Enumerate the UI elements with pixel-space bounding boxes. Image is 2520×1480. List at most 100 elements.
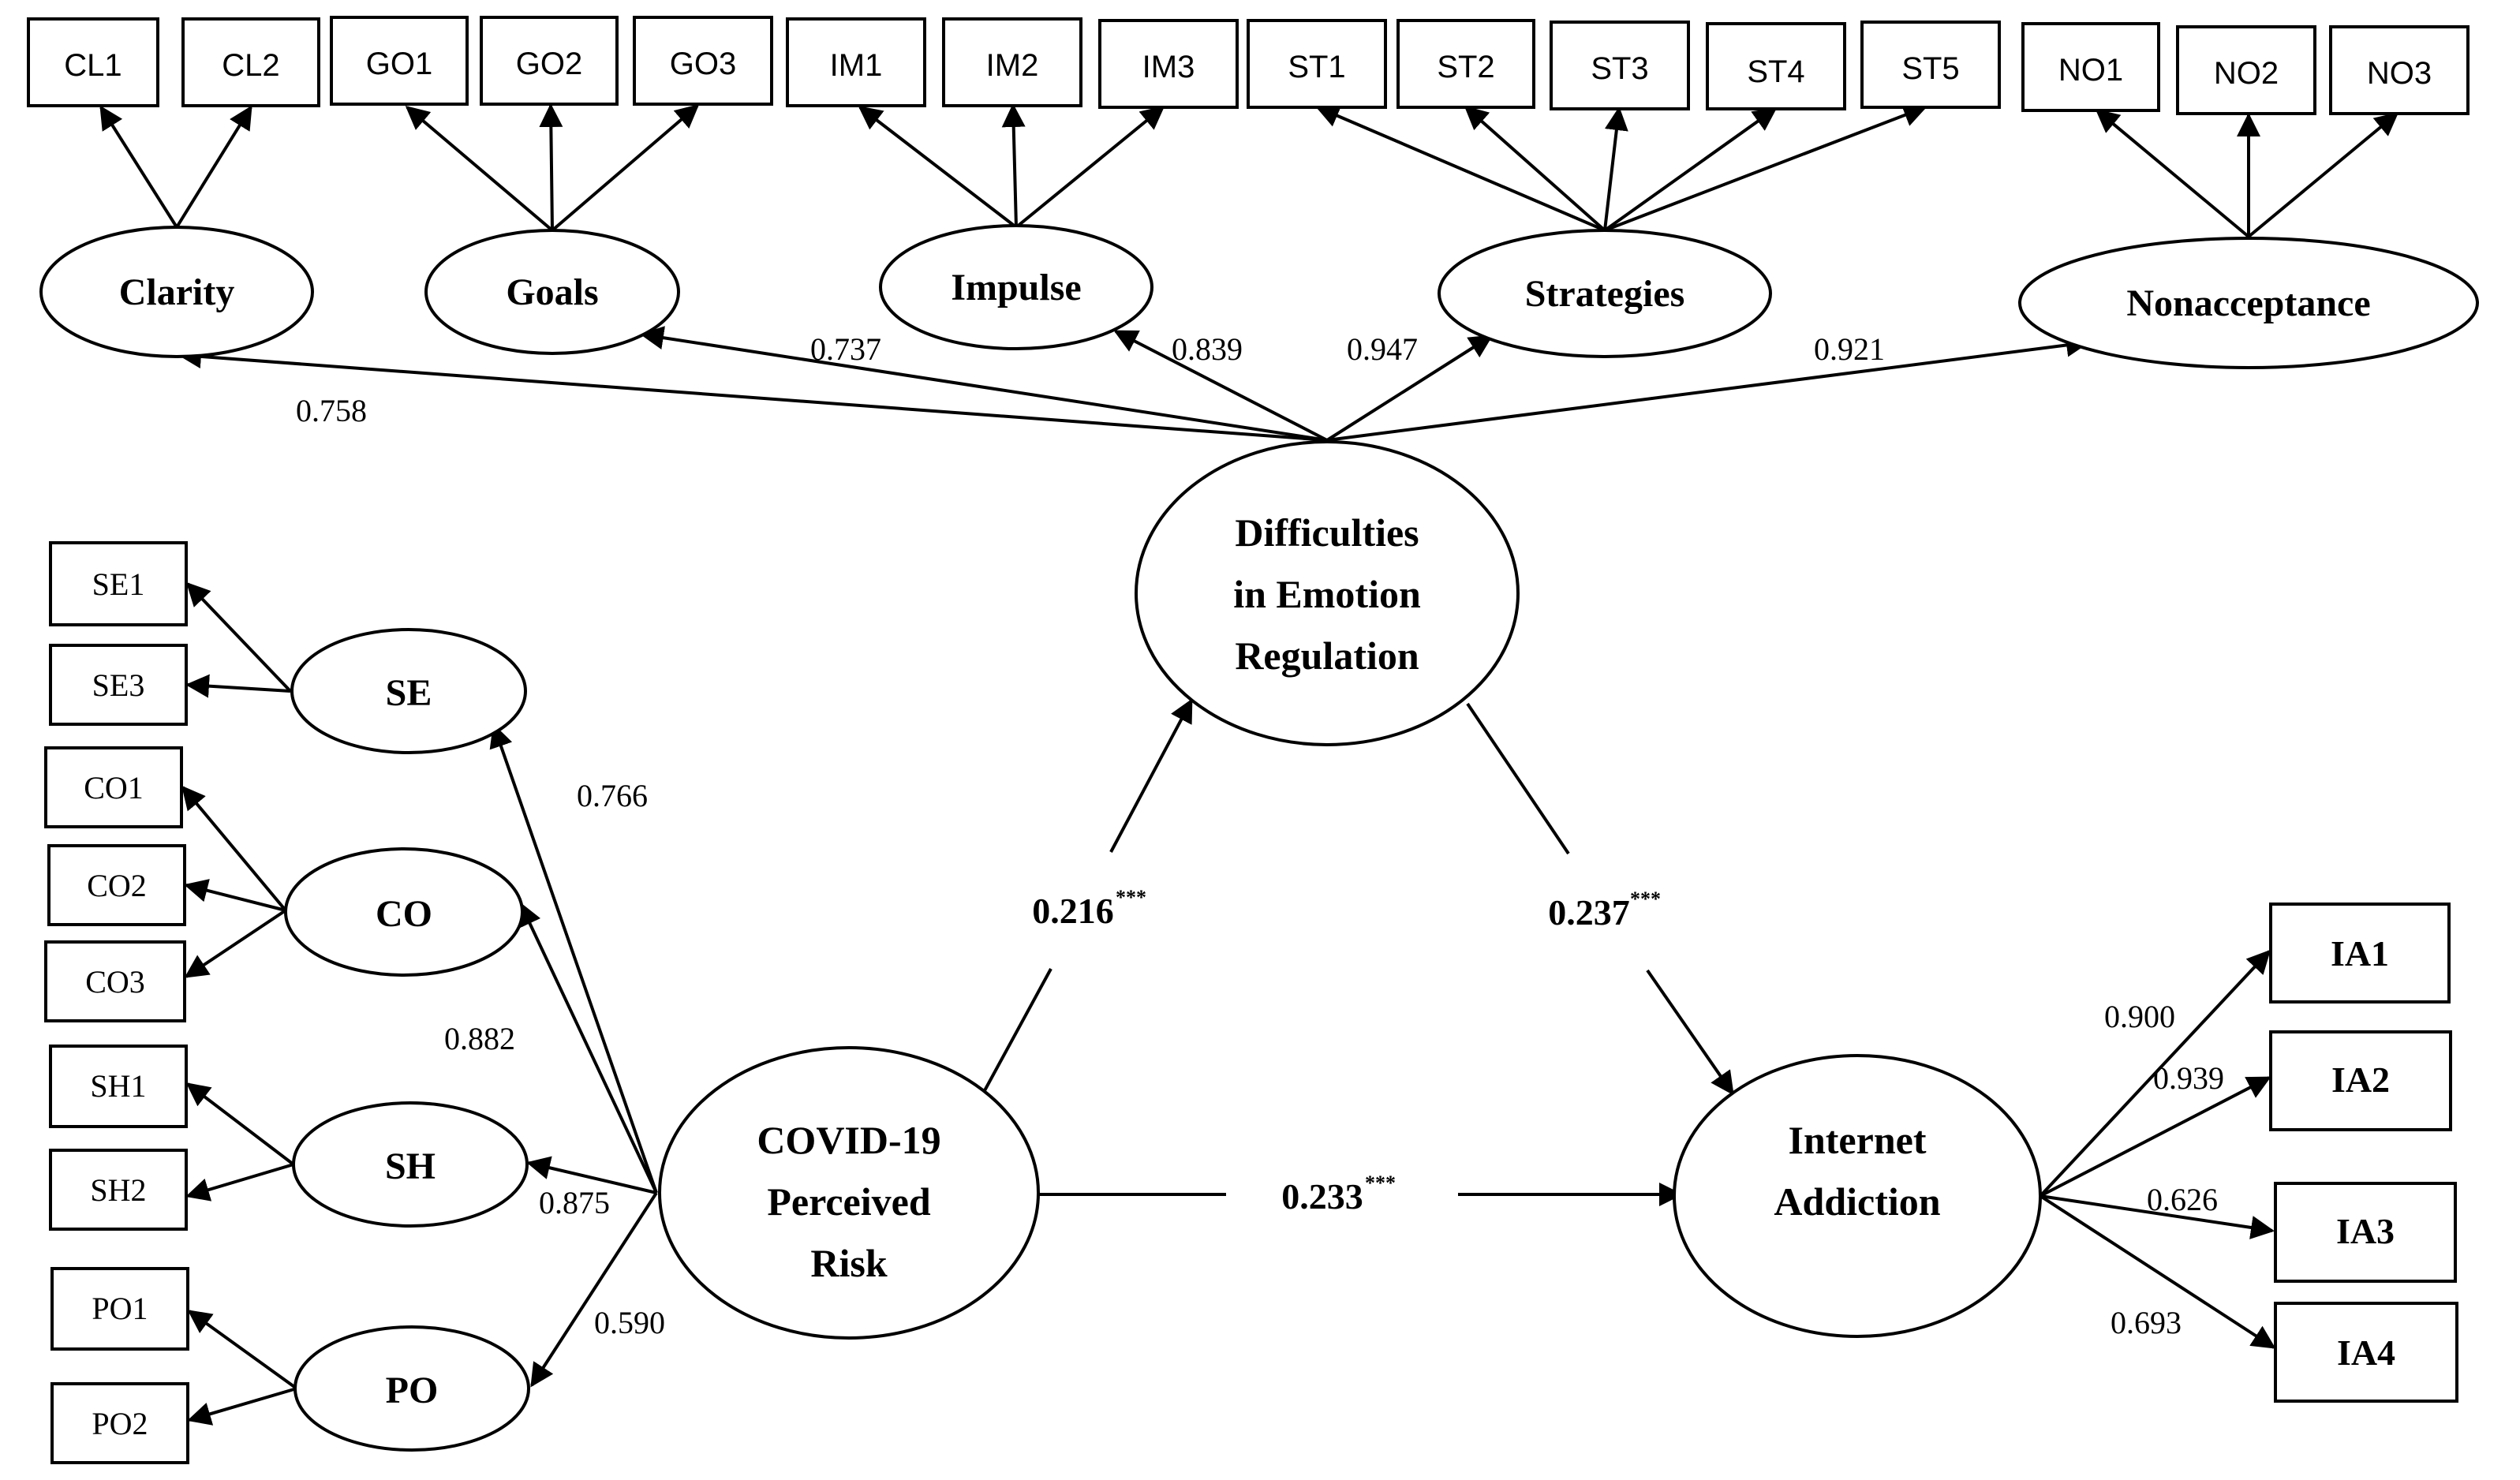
edge-ia-ia3 <box>2040 1194 2275 1239</box>
edge-goals-go1 <box>405 106 554 232</box>
edge-covid-der-a <box>981 968 1052 1094</box>
indicator-co2: CO2 <box>47 844 186 926</box>
indicator-go3: GO3 <box>633 16 773 106</box>
indicator-go2: GO2 <box>480 16 619 106</box>
indicator-label: IA1 <box>2331 933 2389 974</box>
indicator-label: CL2 <box>222 48 279 83</box>
indicator-go1: GO1 <box>330 16 469 106</box>
indicator-co1: CO1 <box>44 746 183 828</box>
edge-der-nonacceptance <box>1326 333 2090 442</box>
edge-impulse-im2 <box>1001 103 1026 228</box>
latent-label: Goals <box>506 271 598 313</box>
edge-sh-sh1 <box>185 1082 295 1166</box>
indicator-label: GO3 <box>670 47 736 81</box>
edge-nonacceptance-no3 <box>2247 112 2399 238</box>
indicator-label: CO3 <box>85 964 145 1000</box>
latent-internet-addiction: Internet Addiction <box>1673 1054 2042 1338</box>
latent-label-line1: Difficulties <box>1235 510 1419 555</box>
edge-goals-go3 <box>551 104 700 232</box>
latent-difficulties-emotion-regulation: Difficulties in Emotion Regulation <box>1135 440 1520 746</box>
indicator-ia1: IA1 <box>2269 903 2451 1003</box>
indicator-st1: ST1 <box>1247 19 1387 109</box>
latent-label-line2: Perceived <box>767 1179 930 1224</box>
latent-label-line3: Regulation <box>1235 633 1419 678</box>
indicator-ia2: IA2 <box>2269 1030 2452 1131</box>
indicator-label: ST2 <box>1437 50 1494 84</box>
edge-der-strategies <box>1325 334 1494 442</box>
loading-clarity: 0.758 <box>296 393 367 428</box>
path-coef-covid-der: 0.216 *** <box>1032 886 1146 931</box>
latent-sh: SH <box>292 1101 529 1228</box>
indicator-sh1: SH1 <box>49 1045 188 1128</box>
path-coef-covid-ia: 0.233 *** <box>1281 1172 1396 1217</box>
loading-se: 0.766 <box>577 778 648 813</box>
indicator-label: CL1 <box>64 48 122 83</box>
latent-label-line2: Addiction <box>1774 1179 1940 1224</box>
latent-label: Impulse <box>951 267 1081 308</box>
latent-impulse: Impulse <box>879 224 1153 350</box>
edge-se-se3 <box>185 674 291 698</box>
indicator-label: SH2 <box>90 1172 146 1208</box>
edge-po-po2 <box>187 1387 297 1426</box>
latent-label: Nonacceptance <box>2126 282 2370 324</box>
indicator-st5: ST5 <box>1860 21 2001 109</box>
edge-strategies-st5 <box>1604 103 1927 232</box>
edge-ia-ia4 <box>2039 1194 2276 1349</box>
edge-covid-sh <box>526 1156 657 1194</box>
edge-covid-co <box>518 902 658 1194</box>
latent-label-line1: COVID-19 <box>757 1118 940 1162</box>
edge-co-co2 <box>184 879 286 912</box>
indicator-label: ST4 <box>1747 54 1804 89</box>
edge-clarity-cl2 <box>175 105 252 229</box>
edge-der-clarity <box>178 345 1328 442</box>
indicator-cl1: CL1 <box>27 17 159 107</box>
indicator-label: GO2 <box>516 47 582 81</box>
loading-co: 0.882 <box>444 1021 515 1056</box>
edge-sh-sh2 <box>185 1163 294 1202</box>
indicator-label: CO1 <box>84 770 144 805</box>
latent-se: SE <box>290 628 527 754</box>
indicator-ia4: IA4 <box>2274 1302 2458 1403</box>
latent-goals: Goals <box>424 229 680 355</box>
latent-po: PO <box>294 1325 530 1452</box>
edge-se-se1 <box>185 581 292 693</box>
indicator-label: ST3 <box>1591 51 1648 86</box>
indicator-po1: PO1 <box>50 1267 189 1351</box>
indicator-st3: ST3 <box>1550 21 1690 110</box>
edge-co-co1 <box>181 785 287 912</box>
indicator-se3: SE3 <box>49 644 188 726</box>
latent-label-line1: Internet <box>1789 1118 1927 1162</box>
loading-po: 0.590 <box>594 1305 665 1340</box>
indicator-label: GO1 <box>366 47 432 81</box>
indicator-label: PO2 <box>92 1406 148 1441</box>
loading-strategies: 0.947 <box>1347 331 1418 367</box>
indicator-label: IM3 <box>1142 50 1195 84</box>
latent-label: Strategies <box>1525 273 1685 315</box>
indicator-label: IM2 <box>986 48 1039 83</box>
path-coef-value: 0.237 <box>1548 892 1630 932</box>
indicator-st4: ST4 <box>1706 22 1846 110</box>
loading-sh: 0.875 <box>539 1185 610 1220</box>
latent-label: SE <box>386 672 432 714</box>
latent-label: PO <box>386 1370 439 1411</box>
indicator-cl2: CL2 <box>181 17 320 107</box>
indicator-se1: SE1 <box>49 541 188 626</box>
edge-der-goals <box>640 326 1328 442</box>
path-coef-der-ia: 0.237 *** <box>1548 888 1661 932</box>
indicator-label: SE1 <box>92 566 145 602</box>
edge-der-ia-b <box>1646 969 1734 1096</box>
edge-der-ia-a <box>1466 702 1570 855</box>
edge-covid-se <box>489 723 658 1194</box>
indicator-label: SE3 <box>92 667 145 703</box>
loading-goals: 0.737 <box>810 331 881 367</box>
edge-impulse-im1 <box>858 106 1018 229</box>
indicator-ia3: IA3 <box>2274 1182 2457 1283</box>
loading-impulse: 0.839 <box>1172 331 1243 367</box>
edge-strategies-st4 <box>1603 107 1778 232</box>
latent-covid19-perceived-risk: COVID-19 Perceived Risk <box>658 1046 1040 1340</box>
edge-co-co3 <box>184 909 287 978</box>
indicator-label: PO1 <box>92 1291 148 1326</box>
edge-strategies-st3 <box>1603 107 1628 231</box>
